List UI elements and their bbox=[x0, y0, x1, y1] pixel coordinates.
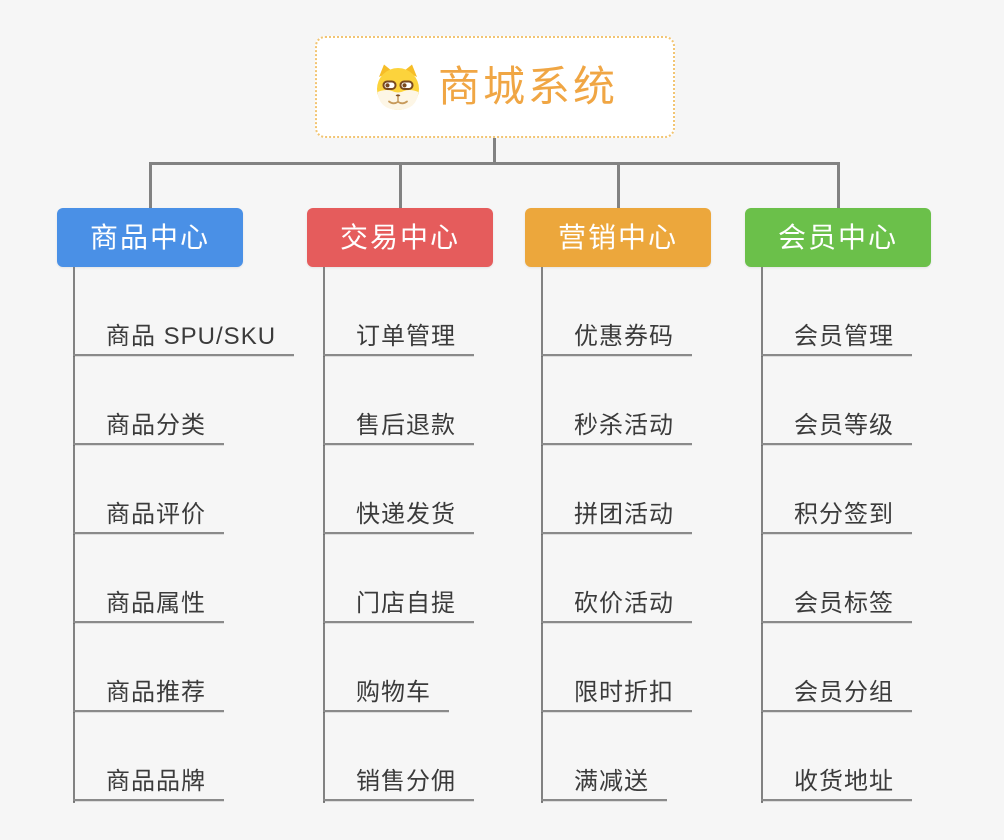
branch-item-label: 商品评价 bbox=[106, 501, 206, 529]
branch-item[interactable]: 满减送 bbox=[541, 712, 667, 801]
branch-item-label: 商品品牌 bbox=[106, 768, 206, 796]
branch-drop-line bbox=[148, 162, 152, 209]
root-stem-line bbox=[493, 137, 496, 163]
branch-items: 会员管理会员等级积分签到会员标签会员分组收货地址 bbox=[761, 267, 912, 801]
branch-label: 会员中心 bbox=[777, 221, 898, 253]
branch-node[interactable]: 会员中心 bbox=[745, 208, 931, 267]
branch-item-label: 秒杀活动 bbox=[574, 412, 674, 440]
branch-drop-line bbox=[836, 162, 840, 209]
branch-item[interactable]: 商品评价 bbox=[73, 445, 224, 534]
branch-item-label: 商品属性 bbox=[106, 590, 206, 618]
branch-item[interactable]: 会员标签 bbox=[761, 534, 912, 623]
branch-item-label: 快递发货 bbox=[356, 501, 456, 529]
branch-item-label: 购物车 bbox=[356, 679, 431, 707]
branch-node[interactable]: 营销中心 bbox=[525, 208, 711, 267]
branch-item[interactable]: 门店自提 bbox=[323, 534, 474, 623]
branch-item-label: 积分签到 bbox=[794, 501, 894, 529]
branch-item-label: 门店自提 bbox=[356, 590, 456, 618]
branch-item-label: 会员分组 bbox=[794, 679, 894, 707]
branch-item[interactable]: 砍价活动 bbox=[541, 534, 692, 623]
branch-item[interactable]: 购物车 bbox=[323, 623, 449, 712]
branch-label: 商品中心 bbox=[89, 221, 210, 253]
branch-item[interactable]: 商品品牌 bbox=[73, 712, 224, 801]
branch-item-label: 满减送 bbox=[574, 768, 649, 796]
branch-connector-line bbox=[149, 162, 839, 165]
branch-item[interactable]: 商品 SPU/SKU bbox=[73, 267, 295, 356]
branch-item[interactable]: 售后退款 bbox=[323, 356, 474, 445]
branch-items: 优惠券码秒杀活动拼团活动砍价活动限时折扣满减送 bbox=[541, 267, 692, 801]
branch-item-label: 商品分类 bbox=[106, 412, 206, 440]
branch-item[interactable]: 商品分类 bbox=[73, 356, 224, 445]
branch-node[interactable]: 交易中心 bbox=[307, 208, 493, 267]
branch-trunk-line bbox=[73, 267, 75, 803]
branch-item[interactable]: 订单管理 bbox=[323, 267, 474, 356]
branch-items: 商品 SPU/SKU 商品分类商品评价商品属性商品推荐商品品牌 bbox=[73, 267, 295, 801]
branch-item[interactable]: 快递发货 bbox=[323, 445, 474, 534]
branch-item[interactable]: 拼团活动 bbox=[541, 445, 692, 534]
branch-item[interactable]: 会员管理 bbox=[761, 267, 912, 356]
branch-item-label: 砍价活动 bbox=[574, 590, 674, 618]
branch-trunk-line bbox=[761, 267, 763, 803]
doge-face-icon bbox=[372, 61, 424, 113]
branch-node[interactable]: 商品中心 bbox=[57, 208, 243, 267]
branch-item-label: 商品推荐 bbox=[106, 679, 206, 707]
branch-label: 交易中心 bbox=[339, 221, 460, 253]
branch-label: 营销中心 bbox=[557, 221, 678, 253]
branch-item[interactable]: 销售分佣 bbox=[323, 712, 474, 801]
branch-item[interactable]: 商品推荐 bbox=[73, 623, 224, 712]
branch-trunk-line bbox=[541, 267, 543, 803]
branch-item-label: 会员管理 bbox=[794, 323, 894, 351]
branch-trunk-line bbox=[323, 267, 325, 803]
branch-items: 订单管理售后退款快递发货门店自提购物车销售分佣 bbox=[323, 267, 474, 801]
branch-item[interactable]: 商品属性 bbox=[73, 534, 224, 623]
branch-item-label: 商品 SPU/SKU bbox=[106, 323, 277, 351]
branch-item-label: 售后退款 bbox=[356, 412, 456, 440]
root-title: 商城系统 bbox=[437, 63, 618, 110]
branch-item-label: 会员标签 bbox=[794, 590, 894, 618]
branch-item-label: 订单管理 bbox=[356, 323, 456, 351]
branch-item-label: 收货地址 bbox=[794, 768, 894, 796]
branch-item[interactable]: 优惠券码 bbox=[541, 267, 692, 356]
branch-item-label: 会员等级 bbox=[794, 412, 894, 440]
branch-item[interactable]: 秒杀活动 bbox=[541, 356, 692, 445]
branch-item-label: 优惠券码 bbox=[574, 323, 674, 351]
branch-item[interactable]: 会员分组 bbox=[761, 623, 912, 712]
branch-drop-line bbox=[398, 162, 402, 209]
root-node[interactable]: 商城系统 bbox=[315, 36, 675, 138]
branch-item[interactable]: 会员等级 bbox=[761, 356, 912, 445]
branch-item-label: 拼团活动 bbox=[574, 501, 674, 529]
branch-item[interactable]: 积分签到 bbox=[761, 445, 912, 534]
branch-item[interactable]: 限时折扣 bbox=[541, 623, 692, 712]
branch-item-label: 销售分佣 bbox=[356, 768, 456, 796]
branch-item-label: 限时折扣 bbox=[574, 679, 674, 707]
branch-item[interactable]: 收货地址 bbox=[761, 712, 912, 801]
branch-drop-line bbox=[616, 162, 620, 209]
